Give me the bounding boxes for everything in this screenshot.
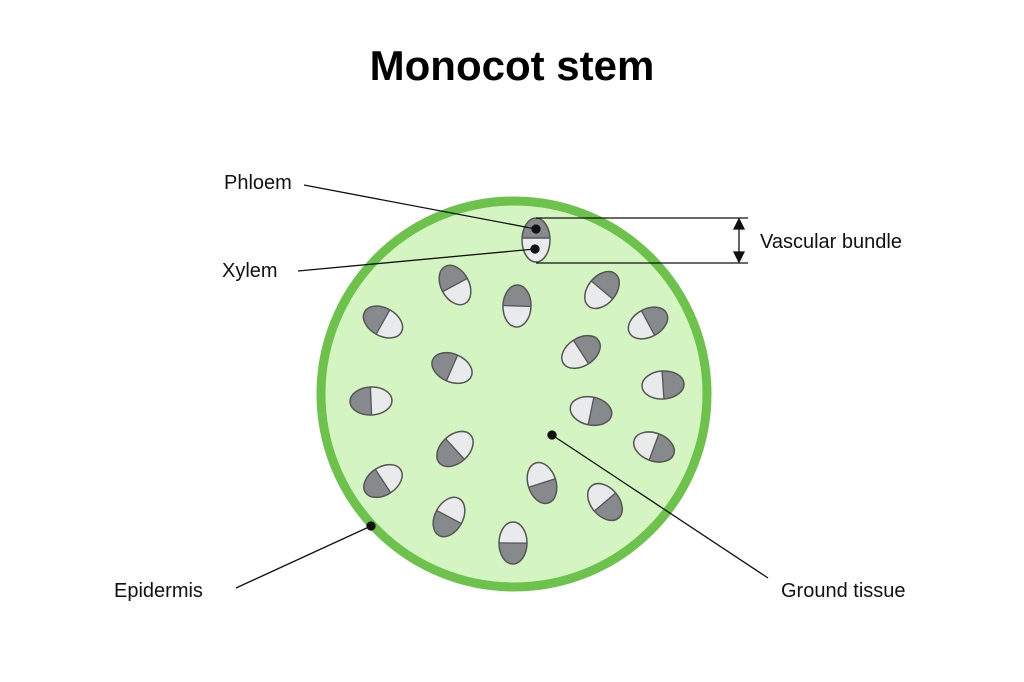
epidermis-label: Epidermis [114,580,203,602]
ground-tissue-dot [547,430,557,440]
xylem-leader [297,248,536,272]
vascular-bundle [502,284,532,328]
phloem-dot [531,224,541,234]
epidermis-dot [366,521,376,531]
phloem-label: Phloem [224,172,292,194]
epidermis-leader [235,525,372,589]
xylem-region [498,521,528,544]
xylem-label: Xylem [222,260,278,282]
vascular-bundle [349,386,393,416]
vascular-bundle [498,521,528,565]
diagram-title: Monocot stem [370,42,655,89]
ground-tissue-leader [551,434,769,579]
arrow-head-down-icon [732,251,746,264]
vascular-bundle-label: Vascular bundle [760,231,902,253]
vascular-bundle [641,369,685,401]
arrow-head-up-icon [732,217,746,230]
ground-tissue-label: Ground tissue [781,580,906,602]
phloem-region [498,542,528,565]
xylem-dot [530,244,540,254]
phloem-leader [303,184,537,230]
